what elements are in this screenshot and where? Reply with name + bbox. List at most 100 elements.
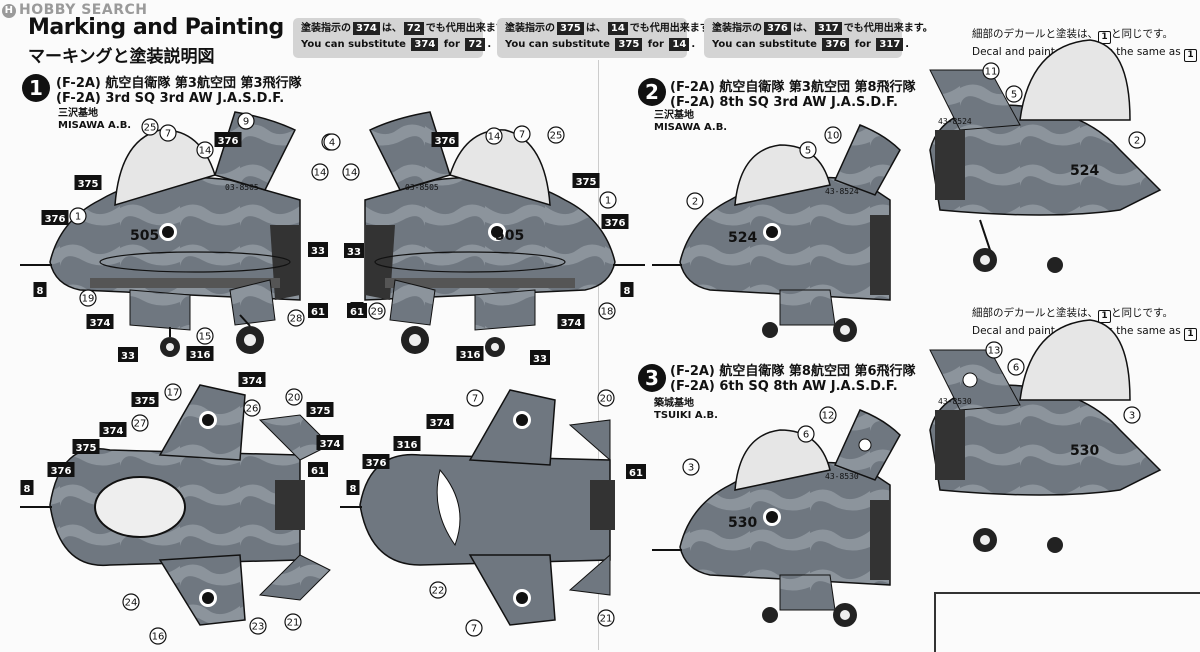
svg-text:530: 530 [1070,443,1099,459]
decal-number-circle [429,581,447,599]
paint-code-label: 8 [37,286,44,297]
callout-s1_right-14: 374 [557,314,585,329]
callout-s3-2: 12 [819,406,837,424]
paint-code-box [308,242,328,257]
paint-code-box [346,480,360,495]
callout-s1_left-13: 316 [186,346,214,361]
callout-top_view-3: 27 [131,414,149,432]
paint-code-label: 61 [311,307,325,318]
decal-number-label: 5 [805,146,811,157]
paint-code-box [362,454,390,469]
logo-icon: H [2,4,16,18]
decal-number-circle [196,327,214,345]
paint-code-box [186,346,214,361]
callout-s1_right-12: 29 [368,302,386,320]
paint-code-box [626,464,646,479]
callout-layer: 2571437693753761819374153331628614143383… [20,62,1146,645]
callout-bottom_view-5: 22 [429,581,447,599]
callout-s1_right-2: 14 [485,127,503,145]
callout-s2-5: 2 [1128,131,1146,149]
paint-code-label: 376 [605,218,626,229]
paint-code-box [347,303,367,318]
decal-number-circle [985,341,1003,359]
callout-top_view-0: 17 [164,383,182,401]
callout-s1_left-2: 14 [196,141,214,159]
paint-code-label: 374 [430,418,451,429]
paint-code-label: 374 [242,376,263,387]
page-title: Marking and Painting [28,15,284,40]
callout-top_view-4: 374 [99,422,127,437]
scheme-2-rear: 524 43-8524 [929,39,1162,273]
paint-code-box [306,402,334,417]
decal-number-label: 10 [827,131,840,142]
callout-s1_left-14: 28 [287,309,305,327]
decal-number-circle [141,118,159,136]
decal-number-circle [122,593,140,611]
decal-number-circle [465,619,483,637]
scheme-3-side: 530 43-8530 [652,409,901,627]
paint-code-label: 375 [135,396,156,407]
paint-code-label: 374 [320,439,341,450]
callout-s1_right-5: 14 [342,163,360,181]
decal-number-circle [513,125,531,143]
decal-number-label: 11 [985,67,998,78]
decal-number-label: 17 [167,388,180,399]
decal-number-label: 22 [432,586,445,597]
callout-s2-1: 5 [799,141,817,159]
decal-number-label: 13 [988,346,1001,357]
paint-code-label: 61 [311,466,325,477]
decal-number-circle [1123,406,1141,424]
paint-code-box [530,350,550,365]
svg-text:43-8524: 43-8524 [938,117,972,126]
svg-text:524: 524 [728,230,757,246]
decal-number-circle [342,163,360,181]
paint-code-label: 8 [24,484,31,495]
svg-text:43-8524: 43-8524 [825,187,859,196]
callout-s1_right-6: 375 [572,173,600,188]
paint-code-label: 316 [190,350,211,361]
decal-number-label: 23 [252,622,265,633]
decal-number-label: 21 [287,618,300,629]
paint-code-box [118,347,138,362]
callout-top_view-15: 23 [249,617,267,635]
decal-number-label: 19 [82,294,95,305]
decal-number-label: 14 [345,168,358,179]
decal-number-label: 20 [288,393,301,404]
svg-text:03-8505: 03-8505 [225,183,259,192]
decal-number-circle [131,414,149,432]
decal-number-label: 14 [314,168,327,179]
scheme-1-bottom-view [340,389,615,626]
svg-text:505: 505 [130,228,159,244]
paint-code-label: 33 [121,351,135,362]
paint-code-box [308,462,328,477]
paint-code-label: 33 [311,246,325,257]
callout-top_view-1: 374 [238,372,266,387]
decal-number-label: 7 [165,129,171,140]
scheme-1-side-right [364,111,645,357]
decal-number-label: 7 [471,624,477,635]
paint-code-label: 375 [576,177,597,188]
callout-s1_left-7: 1 [69,207,87,225]
scheme-1-title: (F-2A) 航空自衛隊 第3航空団 第3飛行隊(F-2A) 3rd SQ 3r… [56,76,302,106]
paint-code-label: 376 [51,466,72,477]
decal-number-circle [159,124,177,142]
paint-code-box [33,282,47,297]
scheme-2-badge: 2 [638,78,666,106]
decal-number-circle [79,289,97,307]
paint-code-box [308,303,328,318]
decal-number-circle [1128,131,1146,149]
svg-text:03-8505: 03-8505 [405,183,439,192]
paint-code-box [20,480,34,495]
paint-code-box [74,175,102,190]
decal-number-circle [237,112,255,130]
callout-bottom_view-3: 376 [362,454,390,469]
decal-number-circle [682,458,700,476]
paint-code-box [99,422,127,437]
decal-number-circle [164,383,182,401]
paint-code-box [557,314,585,329]
callout-s1_left-5: 375 [74,175,102,190]
callout-bottom_view-2: 316 [393,436,421,451]
paint-code-label: 374 [90,318,111,329]
